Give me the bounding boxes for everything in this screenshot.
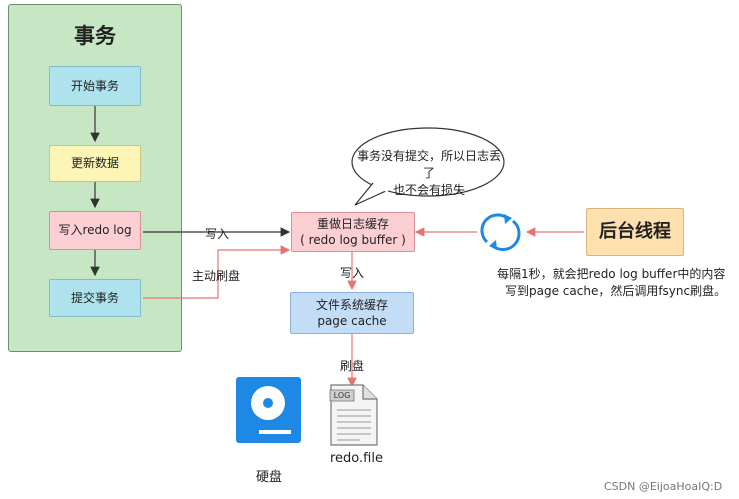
edge-label-flush: 刷盘 — [340, 359, 365, 373]
edge-label-write-to-cache: 写入 — [340, 266, 365, 280]
bubble-text-line1: 事务没有提交，所以日志丢了 — [356, 149, 501, 180]
node-write-redo-log: 写入redo log — [49, 211, 141, 250]
log-file-icon — [329, 384, 378, 446]
node-commit-transaction: 提交事务 — [49, 279, 141, 317]
edge-label-write-in: 写入 — [205, 227, 230, 241]
edge-label-active-flush: 主动刷盘 — [192, 269, 241, 283]
node-background-thread: 后台线程 — [586, 208, 684, 256]
page-cache-line2: page cache — [317, 314, 387, 328]
sync-cycle-icon — [480, 213, 521, 251]
flush-note-line1: 每隔1秒，就会把redo log buffer中的内容 — [497, 267, 726, 281]
page-cache-line1: 文件系统缓存 — [315, 297, 388, 312]
speech-bubble — [351, 127, 505, 206]
flush-note-line2: 写到page cache，然后调用fsync刷盘。 — [505, 283, 727, 298]
background-thread-label: 后台线程 — [599, 220, 671, 242]
disk-label: 硬盘 — [256, 470, 283, 485]
node-begin-transaction: 开始事务 — [49, 66, 141, 106]
arrow-commit-active-flush — [143, 245, 291, 299]
file-label: redo.file — [330, 451, 383, 466]
redo-log-buffer-line1: 重做日志缓存 — [316, 216, 389, 231]
hard-disk-icon — [236, 377, 301, 443]
node-redo-log-buffer: 重做日志缓存 ( redo log buffer ) — [291, 212, 415, 252]
node-begin-transaction-label: 开始事务 — [70, 78, 119, 93]
node-update-data: 更新数据 — [49, 145, 141, 182]
log-file-tag: LOG — [333, 391, 351, 400]
node-write-redo-log-label: 写入redo log — [58, 223, 132, 238]
flush-note: 每隔1秒，就会把redo log buffer中的内容 写到page cache… — [497, 266, 735, 300]
bubble-text: 事务没有提交，所以日志丢了 也不会有损失 — [356, 148, 502, 198]
bubble-text-line2: 也不会有损失 — [392, 182, 465, 197]
watermark: CSDN @EijoaHoaIQ:D — [604, 480, 723, 493]
node-commit-transaction-label: 提交事务 — [70, 290, 119, 305]
node-page-cache: 文件系统缓存 page cache — [290, 292, 414, 334]
node-update-data-label: 更新数据 — [70, 156, 119, 171]
redo-log-buffer-line2: ( redo log buffer ) — [300, 233, 406, 247]
transaction-panel-title: 事务 — [74, 24, 116, 48]
